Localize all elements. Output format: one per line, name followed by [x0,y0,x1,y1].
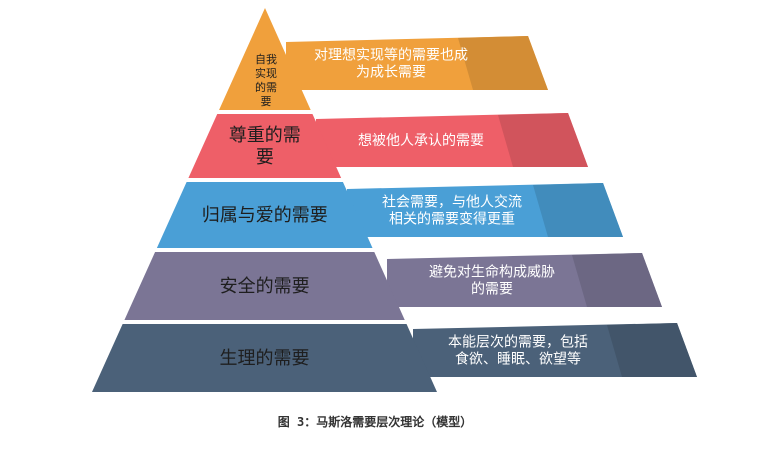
tier-esteem [188,114,342,178]
tier-self [219,8,311,110]
tier-desc-line: 为成长需要 [356,65,426,81]
tier-desc-physio: 本能层次的需要，包括食欲、睡眠、欲望等 [448,335,588,368]
tier-label-line: 要 [261,95,272,108]
tier-label-esteem: 尊重的需要 [229,125,301,168]
tier-desc-line: 对理想实现等的需要也成 [314,47,468,64]
tier-desc-line: 社会需要，与他人交流 [382,194,522,211]
banner-fold-self [458,36,548,90]
pyramid [92,8,437,392]
tier-physio [92,324,437,392]
figure-caption: 图 3：马斯洛需要层次理论（模型） [278,414,472,429]
tier-label-love: 归属与爱的需要 [202,205,328,226]
tier-label-line: 的需 [255,80,277,94]
tier-desc-line: 的需要 [471,282,513,298]
tier-label-line: 要 [256,147,274,168]
tier-desc-line: 想被他人承认的需要 [358,133,484,149]
tier-descriptions: 对理想实现等的需要也成为成长需要想被他人承认的需要社会需要，与他人交流相关的需要… [314,47,588,368]
tier-label-line: 归属与爱的需要 [202,205,328,226]
description-banners [286,36,697,377]
tier-label-physio: 生理的需要 [220,348,310,369]
tier-desc-esteem: 想被他人承认的需要 [358,133,484,149]
tier-label-line: 安全的需要 [220,276,310,297]
tier-label-line: 尊重的需 [229,125,301,146]
tier-desc-safety: 避免对生命构成威胁的需要 [429,264,555,298]
tier-love [156,182,373,248]
banner-fold-esteem [498,113,588,167]
tier-desc-line: 食欲、睡眠、欲望等 [455,351,581,368]
tier-label-line: 生理的需要 [220,348,310,369]
banner-fold-safety [572,253,662,307]
tier-desc-love: 社会需要，与他人交流相关的需要变得更重 [382,194,522,228]
banner-fold-physio [607,323,697,377]
tier-label-line: 自我 [255,53,277,66]
banner-fold-love [533,183,623,237]
tier-desc-line: 避免对生命构成威胁 [429,264,555,281]
tier-label-safety: 安全的需要 [220,276,310,297]
tier-desc-line: 相关的需要变得更重 [389,211,515,228]
tier-label-self: 自我实现的需要 [255,53,277,108]
tier-safety [124,252,405,320]
tier-label-line: 实现 [255,66,277,80]
tier-desc-self: 对理想实现等的需要也成为成长需要 [314,47,468,81]
tier-desc-line: 本能层次的需要，包括 [448,335,588,351]
